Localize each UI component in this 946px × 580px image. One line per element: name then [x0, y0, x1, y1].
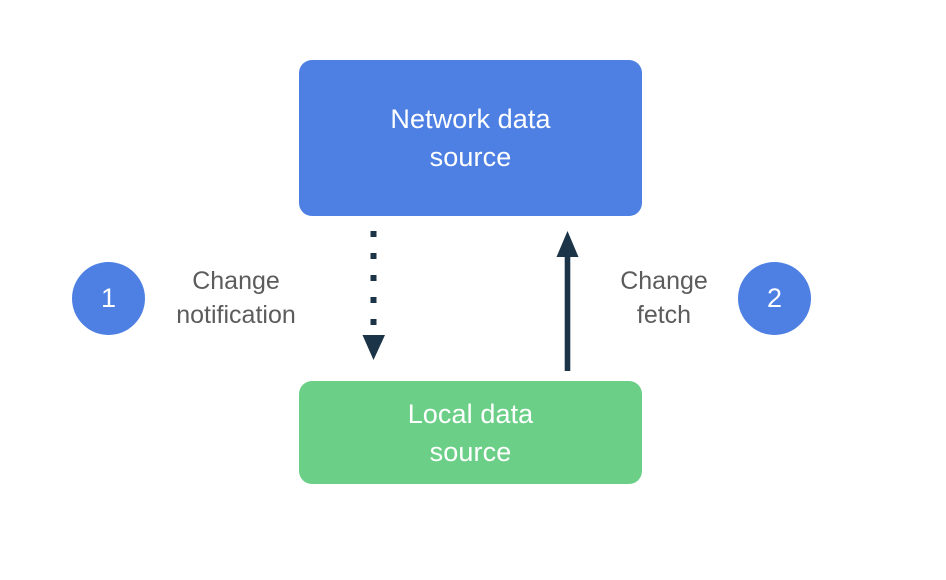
local-data-source-label: Local data source	[407, 398, 534, 467]
step-badge-1-number: 1	[100, 283, 117, 313]
step-badge-2[interactable]: 2	[738, 262, 811, 335]
change-fetch-arrow-icon	[556, 231, 579, 371]
step-2-caption: Change fetch	[620, 267, 708, 329]
step-badge-1[interactable]: 1	[72, 262, 145, 335]
network-data-source-label: Network data source	[390, 104, 551, 172]
change-notification-arrow-icon	[362, 231, 385, 360]
step-badge-2-number: 2	[766, 283, 783, 313]
local-data-source-node[interactable]: Local data source	[299, 381, 642, 484]
network-data-source-node[interactable]: Network data source	[299, 60, 642, 216]
step-1-caption: Change notification	[176, 267, 296, 329]
